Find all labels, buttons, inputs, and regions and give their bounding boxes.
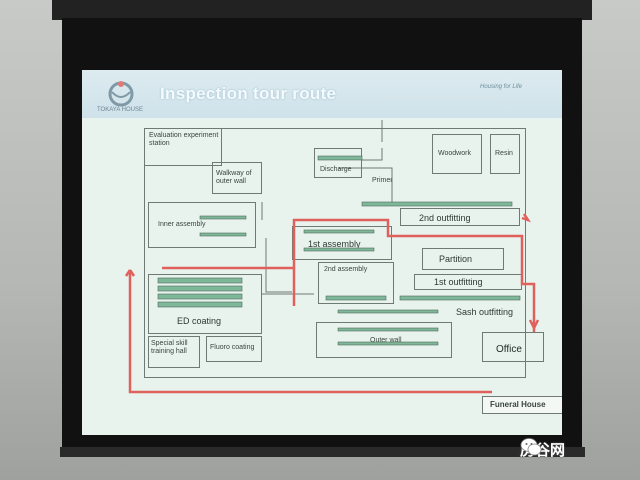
projector-screen-casing — [52, 0, 592, 20]
company-logo-icon — [108, 81, 134, 107]
special-skill-label: Special skill training hall — [151, 340, 188, 355]
discharge-zone — [314, 148, 362, 178]
screen-bottom-bar — [60, 447, 585, 457]
primer-label: Primer — [372, 177, 393, 184]
woodwork-label: Woodwork — [438, 150, 471, 157]
evaluation-label: Evaluation experiment station — [149, 132, 219, 147]
office-zone — [482, 332, 544, 362]
outer-wall-label: Outer wall — [370, 337, 402, 344]
slide-tagline: Housing for Life — [480, 84, 523, 90]
conveyors — [157, 155, 521, 346]
funeral-house-label: Funeral House — [490, 400, 546, 409]
first-outfitting-label: 1st outfitting — [434, 277, 483, 287]
second-outfitting-label: 2nd outfitting — [419, 213, 471, 223]
second-outfitting-zone — [400, 208, 520, 226]
evaluation-station — [144, 128, 222, 166]
first-assembly-label: 1st assembly — [308, 239, 361, 249]
wechat-icon — [520, 438, 542, 456]
slide-title-bar — [82, 70, 562, 118]
woodwork-zone — [432, 134, 482, 174]
partition-label: Partition — [439, 254, 473, 264]
resin-zone — [490, 134, 520, 174]
second-assembly-zone — [318, 262, 394, 304]
connector-lines — [261, 120, 393, 295]
route-line — [124, 213, 540, 394]
plan-boundary — [144, 128, 526, 378]
first-assembly-zone — [292, 226, 392, 260]
walkway-label: Walkway of outer wall — [216, 170, 252, 185]
discharge-label: Discharge — [320, 166, 352, 173]
logo-text: TOKAYA HOUSE — [97, 107, 144, 113]
sash-outfitting-label: Sash outfitting — [456, 307, 514, 317]
fluoro-coating-zone — [206, 336, 262, 362]
funeral-house-zone — [482, 396, 562, 414]
special-skill-zone — [148, 336, 200, 368]
slide: TOKAYA HOUSE Inspection tour route Housi… — [82, 70, 562, 435]
inner-assembly-zone — [148, 202, 256, 248]
inner-assembly-label: Inner assembly — [158, 221, 206, 228]
ed-coating-zone — [148, 274, 262, 334]
watermark: 房谷网 — [520, 437, 565, 461]
second-assembly-label: 2nd assembly — [324, 266, 368, 273]
partition-zone — [422, 248, 504, 270]
slide-title: Inspection tour route — [160, 84, 337, 103]
fluoro-coating-label: Fluoro coating — [210, 344, 255, 351]
plan-drawing — [124, 120, 540, 394]
ed-coating-label: ED coating — [177, 316, 222, 326]
resin-label: Resin — [495, 150, 513, 157]
outer-wall-zone — [316, 322, 452, 358]
office-label: Office — [496, 344, 522, 355]
walkway-zone — [212, 162, 262, 194]
